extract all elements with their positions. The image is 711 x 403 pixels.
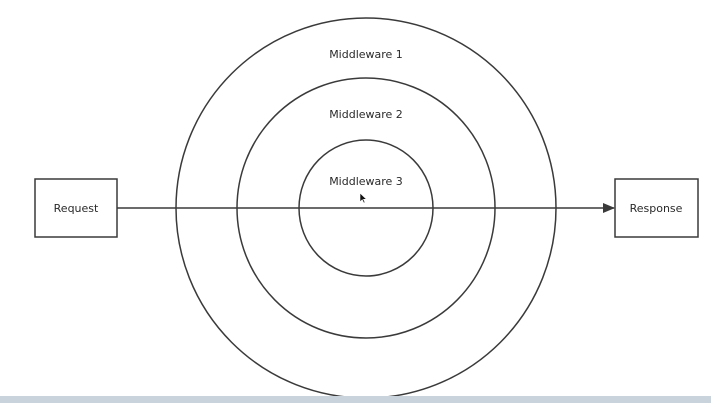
request-label: Request <box>54 202 99 215</box>
bottom-strip <box>0 396 711 403</box>
middleware-1-label: Middleware 1 <box>329 48 403 61</box>
middleware-2-label: Middleware 2 <box>329 108 403 121</box>
middleware-3-label: Middleware 3 <box>329 175 403 188</box>
response-label: Response <box>630 202 683 215</box>
response-box <box>614 178 699 238</box>
mouse-pointer-icon <box>359 192 368 204</box>
request-box <box>34 178 118 238</box>
